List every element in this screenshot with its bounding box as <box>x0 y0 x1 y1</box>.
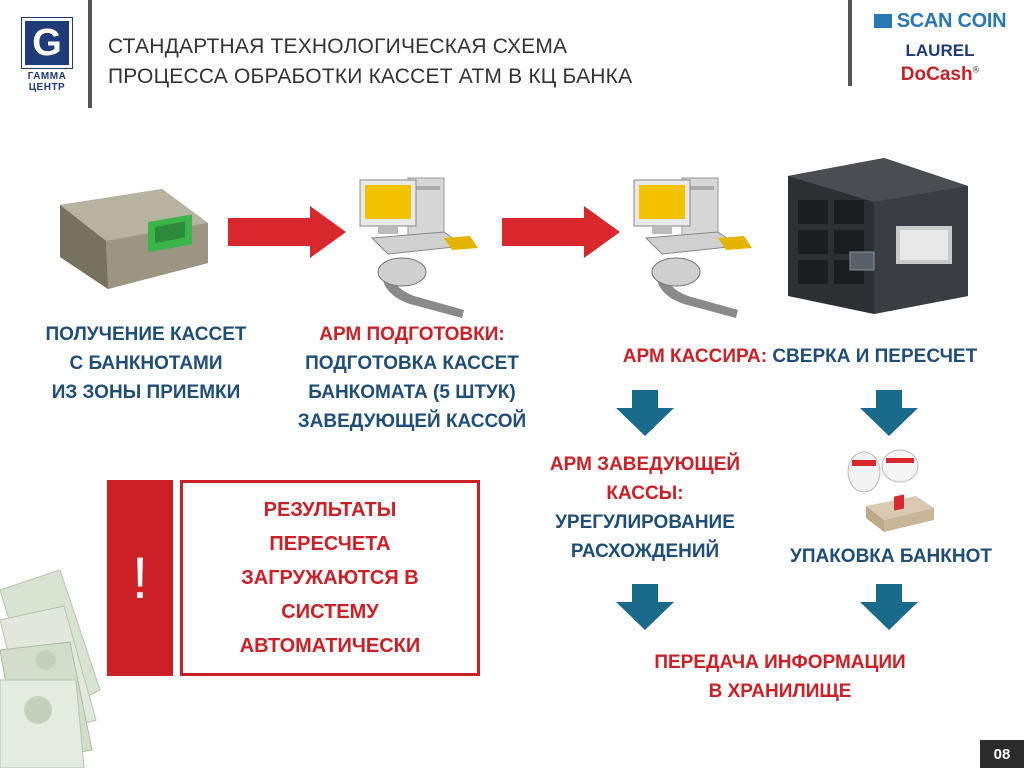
step-prep-line: ПОДГОТОВКА КАССЕТ <box>305 353 519 374</box>
docash-text: DoCash <box>900 64 973 85</box>
alert-line: СИСТЕМУ <box>281 601 379 623</box>
step-head-cashier-workstation: АРМ ЗАВЕДУЮЩЕЙ КАССЫ: УРЕГУЛИРОВАНИЕ РАС… <box>520 450 770 566</box>
banknotes-decoration-image <box>0 570 101 768</box>
logo-mark: G <box>21 17 73 69</box>
alert-exclamation-bar: ! <box>107 480 173 676</box>
step-receive-cassettes: ПОЛУЧЕНИЕ КАССЕТ С БАНКНОТАМИ ИЗ ЗОНЫ ПР… <box>22 320 270 407</box>
scan-coin-icon <box>873 14 892 28</box>
step-head-title: КАССЫ: <box>606 483 684 504</box>
brand-logos: SCAN COIN LAUREL DoCash® <box>856 0 1024 88</box>
alert-line: ПЕРЕСЧЕТА <box>269 533 391 555</box>
header-divider-left <box>88 0 92 108</box>
workstation-computer-icon <box>359 177 478 318</box>
docash-registered-mark: ® <box>972 64 980 75</box>
step-head-title: АРМ ЗАВЕДУЮЩЕЙ <box>549 454 741 475</box>
alert-line: РЕЗУЛЬТАТЫ <box>263 499 397 521</box>
atm-cassette-image <box>60 189 208 289</box>
down-arrow-icon <box>616 390 674 436</box>
page-title: СТАНДАРТНАЯ ТЕХНОЛОГИЧЕСКАЯ СХЕМА ПРОЦЕС… <box>108 32 728 92</box>
scan-coin-text: SCAN COIN <box>896 10 1007 32</box>
step-prep-line: ЗАВЕДУЮЩЕЙ КАССОЙ <box>297 411 527 432</box>
exclamation-icon: ! <box>131 545 149 611</box>
down-arrow-icon <box>616 584 674 630</box>
step-receive-line: С БАНКНОТАМИ <box>69 353 223 374</box>
alert-line: ЗАГРУЖАЮТСЯ В <box>241 567 419 589</box>
laurel-logo: LAUREL <box>905 41 975 60</box>
alert-line: АВТОМАТИЧЕСКИ <box>239 635 421 657</box>
banknote-packing-image <box>847 449 934 532</box>
step-transfer-line: ПЕРЕДАЧА ИНФОРМАЦИИ <box>654 652 906 673</box>
step-receive-line: ПОЛУЧЕНИЕ КАССЕТ <box>45 324 247 345</box>
step-cashier-title: АРМ КАССИРА: <box>622 346 768 367</box>
workstation-computer-icon <box>633 177 752 318</box>
step-head-line: РАСХОЖДЕНИЙ <box>570 541 720 562</box>
alert-message: РЕЗУЛЬТАТЫ ПЕРЕСЧЕТА ЗАГРУЖАЮТСЯ В СИСТЕ… <box>240 493 421 663</box>
step-cashier-workstation: АРМ КАССИРА: СВЕРКА И ПЕРЕСЧЕТ <box>590 342 1010 371</box>
title-line-2: ПРОЦЕССА ОБРАБОТКИ КАССЕТ АТМ В КЦ БАНКА <box>108 65 633 88</box>
alert-message-box: РЕЗУЛЬТАТЫ ПЕРЕСЧЕТА ЗАГРУЖАЮТСЯ В СИСТЕ… <box>180 480 480 676</box>
step-transfer-line: В ХРАНИЛИЩЕ <box>708 681 852 702</box>
step-receive-line: ИЗ ЗОНЫ ПРИЕМКИ <box>51 382 241 403</box>
title-line-1: СТАНДАРТНАЯ ТЕХНОЛОГИЧЕСКАЯ СХЕМА <box>108 35 568 58</box>
red-arrow-icon <box>228 206 346 258</box>
banknote-sorter-machine-image <box>788 158 968 314</box>
docash-logo: DoCash® <box>856 64 1024 86</box>
down-arrow-icon <box>860 390 918 436</box>
step-packing: УПАКОВКА БАНКНОТ <box>790 546 992 567</box>
down-arrow-icon <box>860 584 918 630</box>
gamma-center-logo: G ГАММА ЦЕНТР <box>21 17 73 96</box>
step-transfer-information: ПЕРЕДАЧА ИНФОРМАЦИИ В ХРАНИЛИЩЕ <box>600 648 960 706</box>
logo-text-line2: ЦЕНТР <box>28 82 66 93</box>
step-head-line: УРЕГУЛИРОВАНИЕ <box>555 512 735 533</box>
header-divider-right <box>848 0 852 86</box>
logo-text: ГАММА ЦЕНТР <box>22 71 72 93</box>
page-number: 08 <box>980 740 1024 768</box>
step-cashier-text: СВЕРКА И ПЕРЕСЧЕТ <box>767 346 978 367</box>
step-prep-title: АРМ ПОДГОТОВКИ: <box>319 324 505 345</box>
scan-coin-logo: SCAN COIN <box>856 10 1024 33</box>
step-preparation-workstation: АРМ ПОДГОТОВКИ: ПОДГОТОВКА КАССЕТ БАНКОМ… <box>272 320 552 436</box>
step-prep-line: БАНКОМАТА (5 ШТУК) <box>308 382 516 403</box>
red-arrow-icon <box>502 206 620 258</box>
logo-text-line1: ГАММА <box>27 71 67 82</box>
logo-letter: G <box>32 22 62 64</box>
